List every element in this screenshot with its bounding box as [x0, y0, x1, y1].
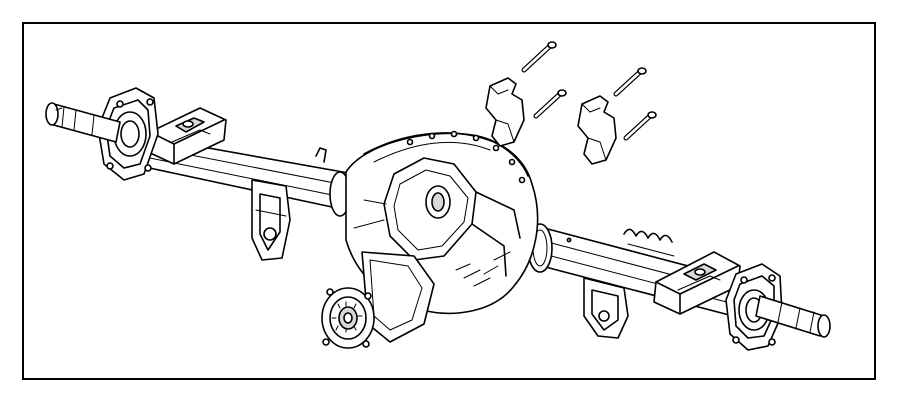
bearing-cap-right	[577, 95, 617, 165]
cap-bolt-2	[533, 89, 567, 119]
illustration-frame	[22, 22, 876, 380]
differential-housing	[329, 130, 553, 315]
right-spring-bracket	[583, 277, 629, 339]
axle-assembly-illustration	[45, 41, 831, 351]
right-spring-pad	[653, 251, 741, 315]
left-axle-shaft	[45, 102, 121, 143]
right-tube-coil	[623, 228, 675, 257]
cap-bolt-3	[613, 67, 647, 97]
left-spring-bracket	[251, 179, 291, 261]
cap-bolt-4	[623, 111, 657, 141]
pinion-yoke	[321, 251, 435, 349]
left-brake-flange	[97, 87, 159, 181]
bearing-cap-left	[485, 77, 525, 147]
cap-bolt-1	[521, 41, 557, 73]
left-spring-pad	[147, 107, 227, 165]
right-axle-shaft	[755, 295, 831, 338]
